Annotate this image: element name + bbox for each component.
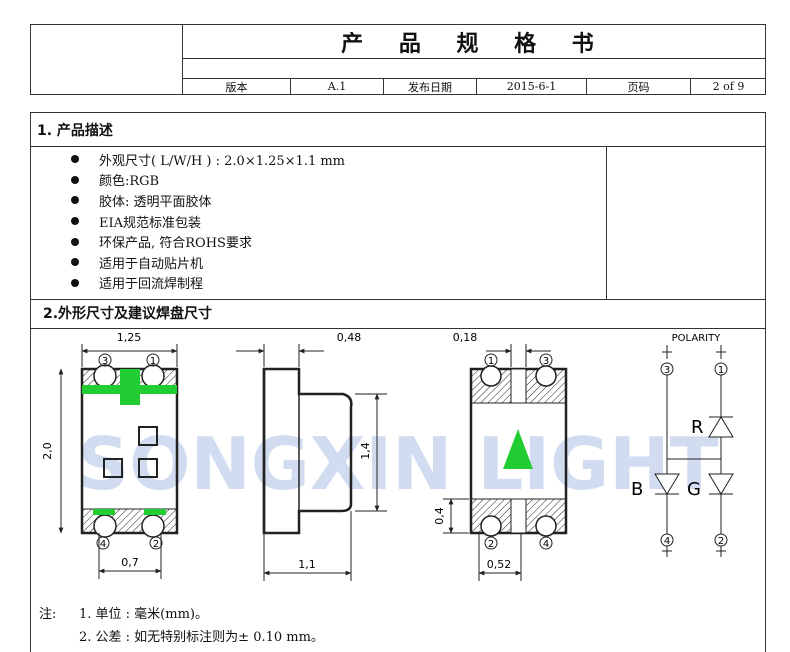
polarity-circuit: POLARITY 3 1 R B	[631, 333, 734, 557]
dim-back-top-label: 0,18	[453, 331, 478, 344]
pin-label: 4	[664, 536, 670, 547]
front-view: 1,25 2,0 3 1 4 2 0,7	[41, 331, 179, 579]
pad-notch	[93, 364, 117, 388]
dimension-drawing-svg: SONGXIN LIGHT 1	[41, 331, 734, 581]
bullet-icon	[71, 217, 79, 226]
description-box: 外观尺寸( L/W/H ) : 2.0×1.25×1.1 mm 颜色:RGB 胶…	[31, 146, 765, 300]
list-item: 胶体: 透明平面胶体	[71, 190, 345, 211]
back-view: 0,18 1 3 2 4 0,4 0,52	[433, 331, 568, 581]
list-item: 颜色:RGB	[71, 170, 345, 191]
spec-body: 1. 产品描述 外观尺寸( L/W/H ) : 2.0×1.25×1.1 mm …	[30, 112, 766, 652]
chip-square	[138, 458, 158, 478]
section1-title: 1. 产品描述	[37, 123, 113, 139]
bullet-icon	[71, 237, 79, 246]
diode-r-label: R	[691, 417, 704, 438]
version-label: 版本	[183, 79, 291, 94]
dim-height-label: 2,0	[41, 442, 54, 460]
bullet-icon	[71, 196, 79, 205]
diode-b-label: B	[631, 479, 643, 500]
pin-label: 1	[718, 365, 724, 376]
page-value: 2 of 9	[712, 80, 745, 93]
dim-back-pad-label: 0,4	[433, 507, 446, 525]
list-item-text: 环保产品, 符合ROHS要求	[99, 236, 252, 252]
bullet-icon	[71, 258, 79, 267]
pin-label: 1	[150, 356, 156, 367]
chip-square	[103, 458, 123, 478]
dimension-drawing: SONGXIN LIGHT 1	[31, 328, 765, 601]
note-line-1: 1. 单位 : 毫米(mm)。	[79, 607, 208, 622]
pad-notch	[93, 514, 117, 538]
chip-square	[138, 426, 158, 446]
watermark-text: SONGXIN LIGHT	[77, 422, 718, 506]
polarity-label: POLARITY	[672, 333, 722, 344]
pin-label: 4	[543, 539, 549, 550]
list-item-text: 适用于回流焊制程	[99, 277, 204, 293]
bullet-icon	[71, 175, 79, 184]
dim-width-label: 1,25	[117, 331, 142, 344]
diode-g-label: G	[687, 479, 701, 500]
list-item: 环保产品, 符合ROHS要求	[71, 231, 345, 252]
pin-label: 2	[488, 539, 494, 550]
pin-label: 3	[543, 356, 549, 367]
logo-cell	[31, 25, 183, 94]
list-item-text: 适用于自动贴片机	[99, 256, 204, 272]
dim-side-top-label: 0,48	[337, 331, 362, 344]
dim-side-length-label: 1,1	[298, 558, 316, 571]
list-item: 适用于自动贴片机	[71, 252, 345, 273]
polarity-triangle	[503, 429, 533, 469]
side-outline	[262, 367, 353, 535]
note-row: 2. 公差 : 如无特别标注则为± 0.10 mm。	[39, 624, 324, 647]
description-list: 外观尺寸( L/W/H ) : 2.0×1.25×1.1 mm 颜色:RGB 胶…	[71, 149, 345, 293]
page-label: 页码	[587, 79, 691, 94]
pin-label: 3	[102, 356, 108, 367]
list-item-text: 颜色:RGB	[99, 174, 160, 190]
notes-prefix: 注:	[39, 607, 57, 622]
bullet-icon	[71, 155, 79, 164]
description-divider	[606, 147, 607, 299]
spec-header-table: 产 品 规 格 书 版本 A.1 发布日期 2015-6-1 页码 2 of 9	[30, 24, 766, 95]
date-label: 发布日期	[384, 79, 477, 94]
dim-pad-gap-label: 0,7	[121, 556, 139, 569]
pin-label: 1	[488, 356, 494, 367]
pin-label: 2	[718, 536, 724, 547]
list-item-text: 胶体: 透明平面胶体	[99, 194, 212, 210]
dim-back-bottom-label: 0,52	[487, 558, 512, 571]
version-value: A.1	[291, 79, 384, 94]
pin-label: 4	[100, 539, 106, 550]
list-item-text: 外观尺寸( L/W/H ) : 2.0×1.25×1.1 mm	[99, 153, 346, 169]
list-item-text: EIA规范标准包装	[99, 215, 202, 231]
list-item: 适用于回流焊制程	[71, 273, 345, 294]
notes-block: 注: 1. 单位 : 毫米(mm)。 2. 公差 : 如无特别标注则为± 0.1…	[39, 601, 324, 647]
green-pad	[93, 509, 115, 515]
section2-title: 2.外形尺寸及建议焊盘尺寸	[43, 306, 213, 322]
note-line-2: 2. 公差 : 如无特别标注则为± 0.10 mm。	[79, 630, 324, 645]
bullet-icon	[71, 278, 79, 287]
pin-label: 3	[664, 365, 670, 376]
header-meta-row: 版本 A.1 发布日期 2015-6-1 页码 2 of 9	[183, 79, 766, 94]
side-view: 0,48 1,4 1,1	[236, 331, 387, 581]
list-item: 外观尺寸( L/W/H ) : 2.0×1.25×1.1 mm	[71, 149, 345, 170]
pin-label: 2	[153, 539, 159, 550]
list-item: EIA规范标准包装	[71, 211, 345, 232]
document-title: 产 品 规 格 书	[183, 25, 766, 59]
date-value: 2015-6-1	[477, 79, 587, 94]
dim-side-height-label: 1,4	[359, 442, 372, 460]
note-row: 注: 1. 单位 : 毫米(mm)。	[39, 601, 324, 624]
pad-notch	[141, 364, 165, 388]
green-pad	[144, 509, 166, 515]
header-blank-row	[183, 59, 766, 79]
green-tab	[120, 369, 140, 405]
